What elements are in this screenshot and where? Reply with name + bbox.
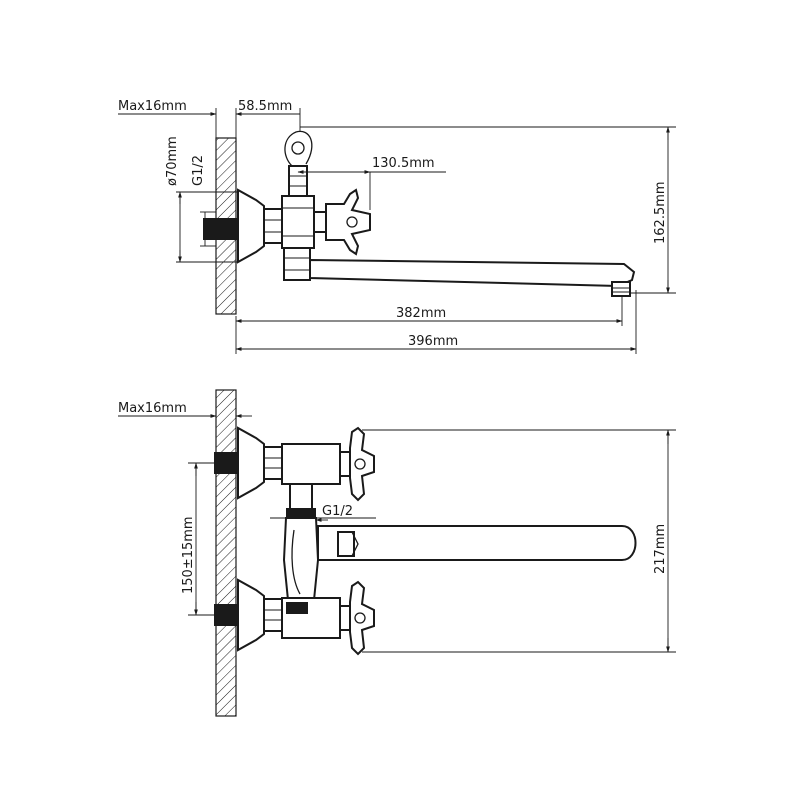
front-centers-label: 150±15mm: [181, 516, 196, 594]
side-reach-label: 382mm: [396, 306, 446, 321]
front-height-label: 217mm: [653, 524, 668, 574]
front-thread-nut: [286, 508, 316, 518]
front-lower-cross-handle: [349, 580, 375, 656]
front-upper-valve-body: [281, 443, 341, 485]
side-diameter-label: ø70mm: [165, 136, 180, 186]
side-flange: [237, 188, 265, 264]
side-height-label: 162.5mm: [653, 181, 668, 244]
side-shower-hook: [284, 130, 313, 167]
side-valve-body: [281, 195, 315, 249]
front-lower-pipe: [214, 604, 240, 626]
side-shower-stem: [288, 165, 308, 197]
side-nut: [263, 208, 283, 244]
side-aerator: [611, 281, 631, 297]
side-offset-label: 58.5mm: [238, 99, 292, 114]
side-wall-pipe: [203, 218, 239, 240]
front-spout: [317, 525, 637, 561]
side-view: Max16mm 58.5mm ø70mm G1/2 130.5mm 162.5m…: [118, 99, 676, 354]
side-max16-label: Max16mm: [118, 99, 187, 114]
side-thread-label: G1/2: [191, 155, 206, 186]
front-spout-tip: [351, 531, 359, 557]
front-view: Max16mm G1/2 150±15mm 217mm: [118, 389, 676, 717]
side-spout-offset-label: 130.5mm: [372, 156, 435, 171]
front-central-body: [282, 517, 320, 601]
front-upper-cross-handle: [349, 426, 375, 502]
front-upper-pipe: [214, 452, 240, 474]
side-spout: [309, 258, 636, 288]
front-upper-flange: [237, 426, 265, 500]
front-lower-flange: [237, 578, 265, 652]
front-max16-label: Max16mm: [118, 401, 187, 416]
side-length-label: 396mm: [408, 334, 458, 349]
side-cross-handle: [325, 188, 371, 256]
front-wall: [215, 389, 237, 717]
front-thread-label: G1/2: [322, 504, 353, 519]
